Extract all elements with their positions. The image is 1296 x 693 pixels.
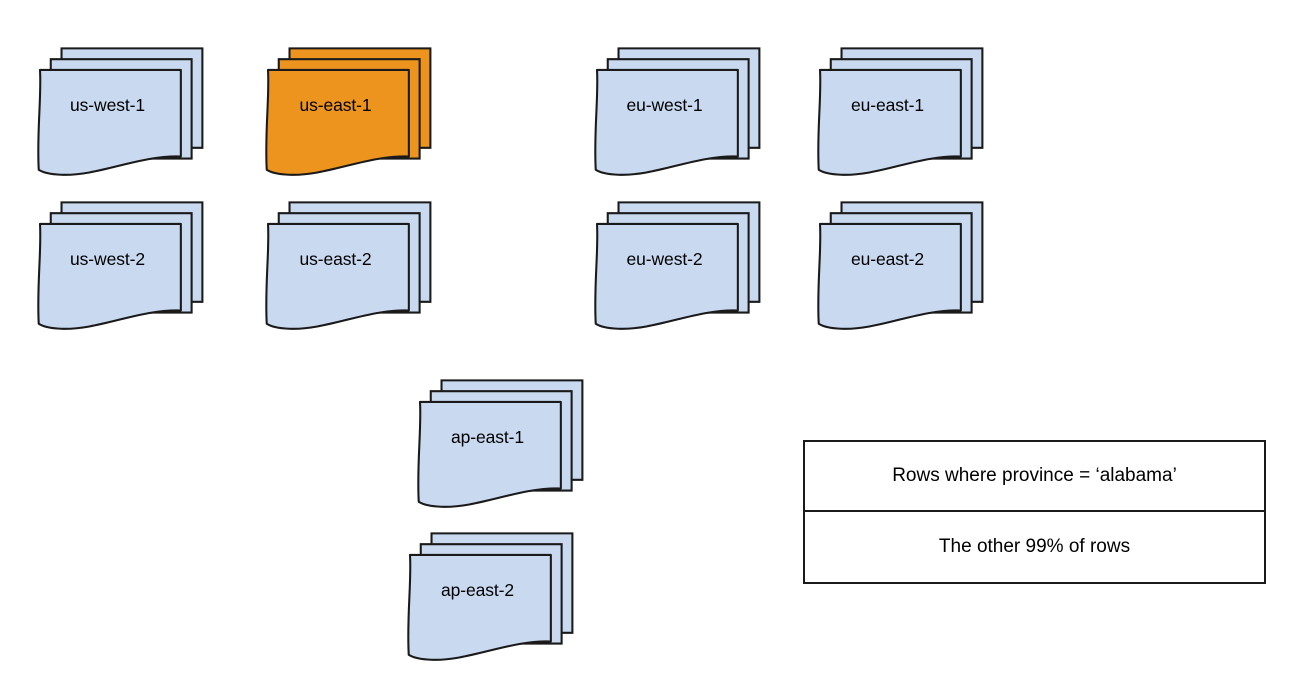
region-stack-us-west-1[interactable]: us-west-1: [20, 43, 235, 208]
legend: Rows where province = ‘alabama’ The othe…: [803, 440, 1266, 584]
legend-label-blue: Rows where province = ‘alabama’: [892, 465, 1177, 486]
region-stack-eu-west-2[interactable]: eu-west-2: [577, 197, 792, 362]
region-stack-ap-east-2[interactable]: ap-east-2: [390, 528, 605, 693]
region-stack-us-west-2[interactable]: us-west-2: [20, 197, 235, 362]
region-stack-us-east-1[interactable]: us-east-1: [248, 43, 463, 208]
region-stack-ap-east-1[interactable]: ap-east-1: [400, 375, 615, 540]
region-stack-eu-east-1[interactable]: eu-east-1: [800, 43, 1015, 208]
legend-item-orange: The other 99% of rows: [805, 512, 1264, 582]
region-stack-eu-east-2[interactable]: eu-east-2: [800, 197, 1015, 362]
region-stack-eu-west-1[interactable]: eu-west-1: [577, 43, 792, 208]
region-stack-us-east-2[interactable]: us-east-2: [248, 197, 463, 362]
legend-item-blue: Rows where province = ‘alabama’: [805, 442, 1264, 512]
legend-label-orange: The other 99% of rows: [938, 536, 1131, 557]
